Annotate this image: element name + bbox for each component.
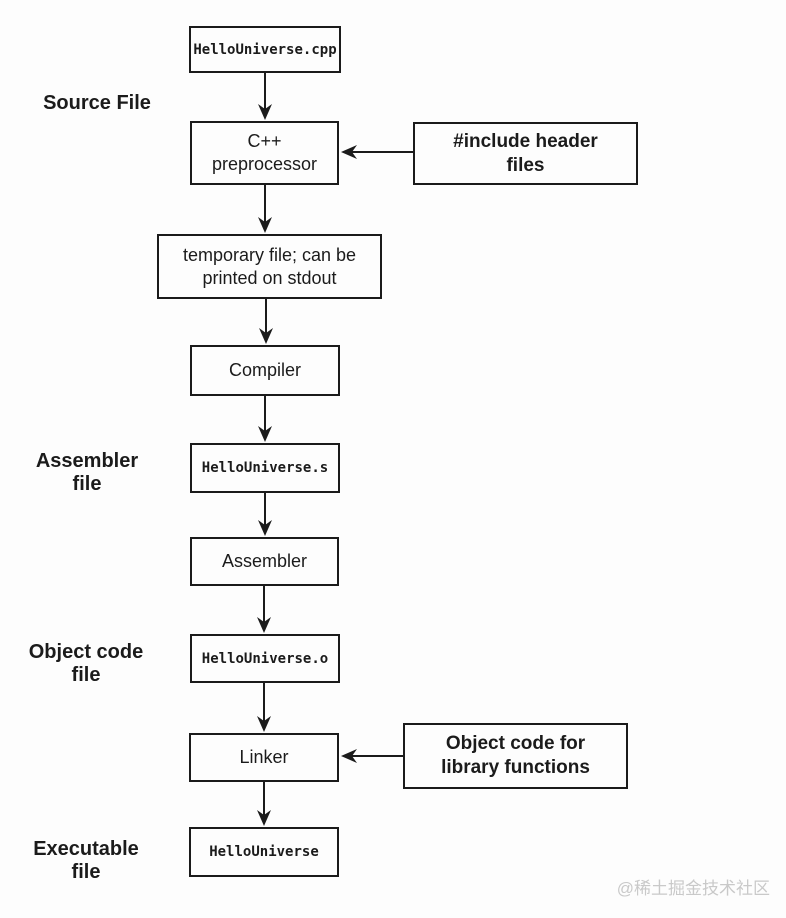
node-linker: Linker	[189, 733, 339, 782]
arrow-source-to-preprocessor	[258, 73, 272, 120]
node-preprocessor: C++ preprocessor	[190, 121, 339, 185]
stage-label-object-code-file: Object code file	[28, 641, 144, 686]
node-assembly-file: HelloUniverse.s	[190, 443, 340, 493]
arrow-tempfile-to-compiler	[259, 299, 273, 344]
arrow-compiler-to-assemblyfile	[258, 396, 272, 442]
node-object-file: HelloUniverse.o	[190, 634, 340, 683]
stage-label-executable-file: Executable file	[33, 838, 139, 883]
arrow-preprocessor-to-tempfile	[258, 185, 272, 233]
node-compiler: Compiler	[190, 345, 340, 396]
arrow-assemblyfile-to-assembler	[258, 493, 272, 536]
node-library-objects: Object code for library functions	[403, 723, 628, 789]
node-include-headers: #include header files	[413, 122, 638, 185]
stage-label-source-file: Source File	[43, 92, 151, 114]
node-assembler: Assembler	[190, 537, 339, 586]
stage-label-assembler-file: Assembler file	[35, 450, 139, 495]
arrow-headers-to-preprocessor	[341, 145, 413, 159]
arrow-linker-to-executable	[257, 782, 271, 826]
watermark-text: @稀土掘金技术社区	[616, 879, 770, 898]
arrow-assembler-to-objectfile	[257, 586, 271, 633]
arrow-library-to-linker	[341, 749, 403, 763]
node-executable: HelloUniverse	[189, 827, 339, 877]
node-source-file: HelloUniverse.cpp	[189, 26, 341, 73]
arrow-objectfile-to-linker	[257, 683, 271, 732]
node-temporary-file: temporary file; can be printed on stdout	[157, 234, 382, 299]
